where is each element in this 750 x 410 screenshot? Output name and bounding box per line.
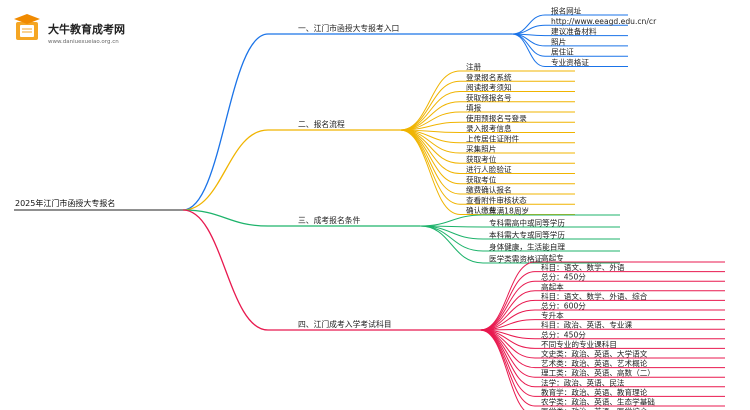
leaf-connector — [399, 129, 461, 164]
leaf-label: 医学类：政治、英语、医学综合 — [541, 406, 648, 410]
leaf-label: 专科需高中或同等学历 — [489, 218, 565, 228]
branch-connector — [182, 209, 269, 227]
leaf-connector — [419, 225, 484, 264]
leaf-connector — [399, 111, 461, 131]
leaf-label: 填报 — [466, 103, 482, 113]
leaf-label: 确认缴费 — [466, 205, 497, 215]
leaf-connector — [479, 329, 536, 397]
branch-connector — [182, 33, 269, 211]
leaf-connector — [511, 14, 546, 35]
leaf-connector — [419, 214, 484, 227]
leaf-label: 获取预报名号 — [466, 92, 512, 102]
leaf-label: 农学类：政治、英语、生态学基础 — [541, 397, 655, 407]
root-node-label: 2025年江门市函授大专报名 — [15, 198, 115, 208]
logo-title: 大牛教育成考网 — [48, 22, 125, 36]
leaf-label: 注册 — [466, 62, 482, 72]
leaf-label: http://www.eeagd.edu.cn/cr — [551, 17, 657, 26]
branch-connector — [182, 209, 269, 331]
leaf-label: 上传居住证附件 — [466, 133, 520, 143]
leaf-label: 照片 — [551, 36, 566, 46]
leaf-connector — [479, 329, 536, 378]
leaf-label: 居住证 — [551, 47, 574, 57]
leaf-label: 教育学：政治、英语、教育理论 — [541, 387, 648, 397]
graduation-cap-icon — [14, 14, 40, 24]
leaf-connector — [511, 24, 546, 35]
leaf-connector — [479, 329, 525, 410]
logo-url: www.daniuexueiao.org.cn — [48, 39, 119, 45]
leaf-label: 获取考位 — [466, 154, 497, 164]
leaf-label: 本科需大专或同等学历 — [489, 230, 565, 240]
leaf-connector — [479, 280, 536, 331]
leaf-label: 登录报名系统 — [466, 72, 512, 82]
leaf-connector — [399, 91, 461, 131]
leaf-connector — [419, 225, 484, 240]
leaf-label: 总分：450分 — [541, 272, 586, 282]
leaf-label: 高起本 — [541, 281, 564, 291]
leaf-label: 专业资格证 — [551, 57, 589, 67]
branch-label: 一、江门市函授大专报考入口 — [298, 23, 399, 33]
branch-label: 二、报名流程 — [298, 119, 345, 129]
leaf-connector — [479, 271, 536, 331]
branch-label: 三、成考报名条件 — [298, 215, 361, 225]
leaf-connector — [479, 261, 536, 331]
leaf-label: 阅读报考须知 — [466, 82, 512, 92]
leaf-label: 报名网址 — [551, 6, 582, 16]
leaf-label: 高起专 — [541, 253, 564, 263]
leaf-label: 建议准备材料 — [551, 26, 597, 36]
leaf-label: 年满18周岁 — [489, 206, 529, 216]
leaf-label: 进行人脸验证 — [466, 164, 512, 174]
leaf-label: 理工类：政治、英语、高数（二） — [541, 368, 655, 378]
leaf-label: 专升本 — [541, 310, 564, 320]
leaf-label: 医学类需资格证 — [489, 254, 543, 264]
leaf-label: 科目：语文、数学、外语 — [541, 262, 625, 272]
book-page-icon — [20, 25, 34, 37]
leaf-label: 使用预报名号登录 — [466, 113, 527, 123]
leaf-label: 录入报考信息 — [466, 123, 512, 133]
leaf-label: 查看附件审核状态 — [466, 195, 527, 205]
site-logo-mark[interactable]: 大牛教育成考网 www.daniuexueiao.org.cn — [14, 14, 125, 45]
leaf-label: 获取考位 — [466, 174, 497, 184]
leaf-connector — [399, 129, 461, 215]
leaf-connector — [399, 129, 461, 185]
leaf-label: 科目：政治、英语、专业课 — [541, 320, 633, 330]
leaf-label: 艺术类：政治、英语、艺术概论 — [541, 358, 648, 368]
leaf-label: 总分：600分 — [541, 301, 586, 311]
leaf-label: 总分：450分 — [541, 329, 586, 339]
branch-label: 四、江门成考入学考试科目 — [298, 319, 392, 329]
leaf-label: 身体健康，生活能自理 — [489, 242, 565, 252]
leaf-label: 科目：语文、数学、外语、综合 — [541, 291, 648, 301]
branch-connector — [182, 129, 269, 211]
leaf-label: 不同专业的专业课科目 — [541, 339, 617, 349]
leaf-label: 采集照片 — [466, 144, 496, 154]
leaf-label: 文史类：政治、英语、大学语文 — [541, 349, 648, 359]
leaf-label: 缴费确认报名 — [466, 185, 512, 195]
leaf-connector — [511, 33, 546, 67]
leaf-label: 法学：政治、英语、民法 — [541, 377, 625, 387]
